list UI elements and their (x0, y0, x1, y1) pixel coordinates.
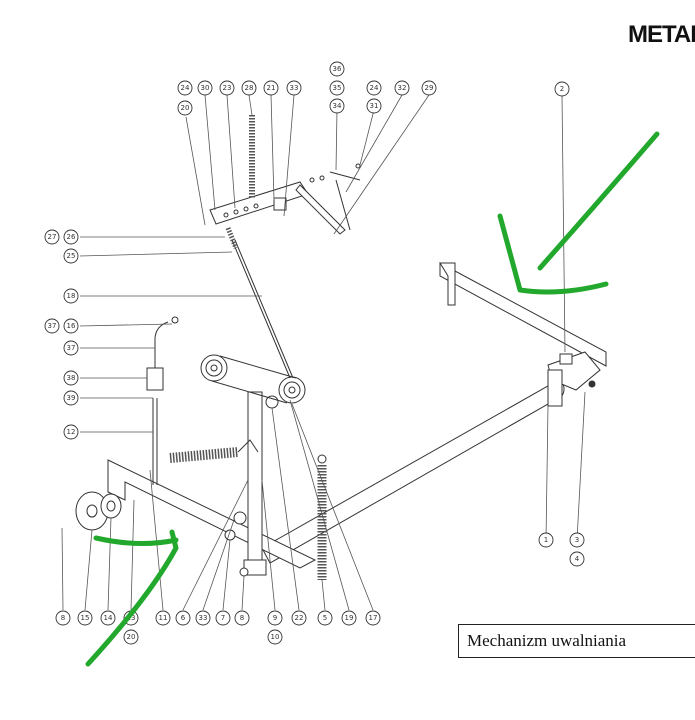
svg-text:25: 25 (67, 252, 76, 260)
svg-text:17: 17 (369, 614, 378, 622)
arrow-annotation-lower (85, 529, 179, 667)
callout-11: 11 (155, 610, 171, 626)
callout-10: 10 (267, 629, 283, 645)
svg-text:16: 16 (67, 322, 76, 330)
caption-text: Mechanizm uwalniania (467, 631, 627, 650)
callout-17: 17 (365, 610, 381, 626)
callout-14: 14 (100, 610, 116, 626)
callout-4: 4 (569, 551, 585, 567)
svg-text:1: 1 (544, 536, 548, 544)
callout-8-right: 8 (234, 610, 250, 626)
svg-text:32: 32 (398, 84, 407, 92)
callout-37-upper: 37 (44, 318, 60, 334)
svg-text:22: 22 (295, 614, 304, 622)
callout-30: 30 (197, 80, 213, 96)
svg-text:37: 37 (67, 344, 76, 352)
svg-text:7: 7 (221, 614, 225, 622)
callout-15: 15 (77, 610, 93, 626)
svg-text:20: 20 (181, 104, 190, 112)
callout-7: 7 (215, 610, 231, 626)
svg-text:36: 36 (333, 65, 342, 73)
svg-text:27: 27 (48, 233, 57, 241)
callout-24-right: 24 (366, 80, 382, 96)
callout-21: 21 (263, 80, 279, 96)
svg-text:37: 37 (48, 322, 57, 330)
svg-text:21: 21 (267, 84, 276, 92)
callout-19: 19 (341, 610, 357, 626)
mechanism-drawing (75, 115, 607, 580)
svg-text:11: 11 (159, 614, 168, 622)
callout-33-top: 33 (286, 80, 302, 96)
svg-text:3: 3 (575, 536, 579, 544)
svg-text:23: 23 (223, 84, 232, 92)
callout-33-bottom: 33 (195, 610, 211, 626)
svg-text:28: 28 (245, 84, 254, 92)
svg-text:10: 10 (271, 633, 280, 641)
callout-39: 39 (63, 390, 79, 406)
brand-logo: METAL (628, 21, 695, 48)
svg-text:8: 8 (240, 614, 244, 622)
callout-27: 27 (44, 229, 60, 245)
callout-32: 32 (394, 80, 410, 96)
callout-9: 9 (267, 610, 283, 626)
svg-text:34: 34 (333, 102, 342, 110)
callout-28: 28 (241, 80, 257, 96)
callout-36: 36 (329, 61, 345, 77)
svg-text:14: 14 (104, 614, 113, 622)
callout-29: 29 (421, 80, 437, 96)
callout-37-lower: 37 (63, 340, 79, 356)
callout-8-left: 8 (55, 610, 71, 626)
annotation-marks (85, 131, 660, 667)
callouts: 24 20 30 23 28 21 33 36 35 34 24 31 32 2… (44, 61, 585, 645)
svg-text:33: 33 (290, 84, 299, 92)
callout-24-top: 24 (177, 80, 193, 96)
callout-18: 18 (63, 288, 79, 304)
callout-26: 26 (63, 229, 79, 245)
svg-text:15: 15 (81, 614, 90, 622)
callout-1: 1 (538, 532, 554, 548)
callout-25: 25 (63, 248, 79, 264)
spring-5 (317, 454, 327, 580)
svg-text:6: 6 (181, 614, 186, 622)
callout-35: 35 (329, 80, 345, 96)
svg-text:31: 31 (370, 102, 379, 110)
callout-3: 3 (569, 532, 585, 548)
callout-12: 12 (63, 424, 79, 440)
svg-text:29: 29 (425, 84, 434, 92)
svg-text:9: 9 (273, 614, 277, 622)
caption-box: Mechanizm uwalniania (458, 624, 695, 658)
svg-text:30: 30 (201, 84, 210, 92)
callout-38: 38 (63, 370, 79, 386)
svg-text:26: 26 (67, 233, 76, 241)
callout-20-bottom: 20 (123, 629, 139, 645)
svg-text:8: 8 (61, 614, 65, 622)
callout-16: 16 (63, 318, 79, 334)
callout-5: 5 (317, 610, 333, 626)
svg-text:12: 12 (67, 428, 76, 436)
callout-6: 6 (175, 610, 191, 626)
callout-34: 34 (329, 98, 345, 114)
svg-text:18: 18 (67, 292, 76, 300)
callout-20-top: 20 (177, 100, 193, 116)
svg-text:24: 24 (370, 84, 379, 92)
svg-text:4: 4 (575, 555, 580, 563)
svg-text:39: 39 (67, 394, 76, 402)
svg-text:33: 33 (199, 614, 208, 622)
svg-text:35: 35 (333, 84, 342, 92)
svg-text:20: 20 (127, 633, 136, 641)
callout-31: 31 (366, 98, 382, 114)
leader-lines (61, 94, 586, 611)
svg-text:2: 2 (560, 85, 564, 93)
svg-text:19: 19 (345, 614, 354, 622)
callout-22: 22 (291, 610, 307, 626)
arrow-annotation-upper (497, 131, 660, 295)
svg-text:38: 38 (67, 374, 76, 382)
svg-text:24: 24 (181, 84, 190, 92)
callout-23: 23 (219, 80, 235, 96)
svg-text:5: 5 (323, 614, 327, 622)
svg-text:13: 13 (127, 614, 136, 622)
callout-2: 2 (554, 81, 570, 97)
